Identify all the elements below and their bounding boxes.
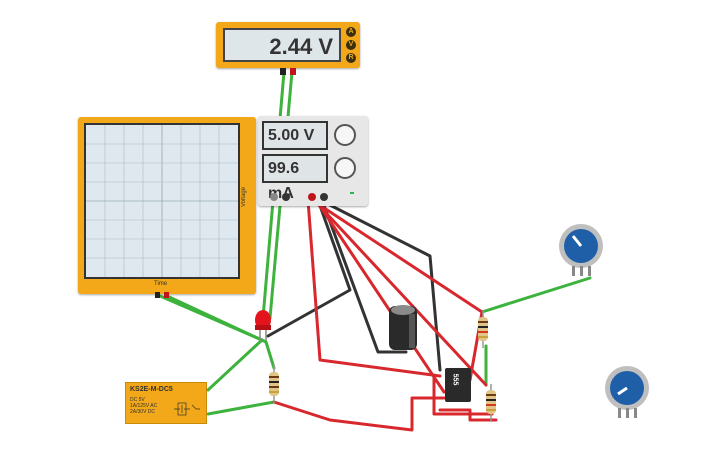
resistor[interactable] [484, 384, 498, 422]
electrolytic-capacitor[interactable] [387, 302, 421, 354]
multimeter-probes[interactable] [278, 66, 300, 76]
multimeter-mode-button-ohms[interactable]: R [346, 53, 356, 63]
multimeter-mode-button-amps[interactable]: A [346, 27, 356, 37]
potentiometer[interactable] [602, 364, 652, 420]
power-supply-terminals[interactable] [262, 190, 362, 204]
multimeter[interactable]: 2.44 V A V R [216, 22, 360, 68]
relay[interactable]: KS2E-M-DC5 DC 5V 1A/125V AC 2A/30V DC [125, 382, 207, 424]
relay-schematic-icon [174, 402, 200, 416]
current-knob[interactable] [334, 157, 356, 179]
resistor[interactable] [476, 310, 490, 348]
wire-black[interactable] [320, 198, 408, 354]
oscilloscope[interactable]: Voltage Time [78, 117, 256, 294]
multimeter-mode-button-volts[interactable]: V [346, 40, 356, 50]
wire-red[interactable] [314, 198, 446, 394]
relay-spec: 1A/125V AC [130, 403, 158, 409]
voltage-knob[interactable] [334, 124, 356, 146]
potentiometer[interactable] [556, 222, 606, 278]
power-supply[interactable]: 5.00 V 99.6 mA [258, 116, 368, 206]
wire-green[interactable] [165, 294, 268, 344]
wire-red[interactable] [312, 198, 488, 387]
multimeter-display: 2.44 V [223, 28, 341, 62]
wire-black[interactable] [266, 198, 352, 338]
oscilloscope-y-label: Voltage [241, 187, 247, 208]
power-supply-voltage: 5.00 V [268, 127, 315, 144]
wire-red[interactable] [310, 198, 484, 314]
power-supply-voltage-display: 5.00 V [262, 121, 328, 150]
oscilloscope-screen [84, 123, 240, 279]
power-supply-current-display: 99.6 mA [262, 154, 328, 202]
wire-green[interactable] [480, 276, 592, 314]
multimeter-reading: 2.44 V [269, 34, 333, 59]
timer-555-chip[interactable]: 555 [445, 368, 471, 402]
power-led-icon [350, 192, 354, 194]
wire-red[interactable] [306, 198, 442, 378]
relay-spec: DC 5V [130, 397, 145, 403]
oscilloscope-x-label: Time [154, 281, 168, 287]
oscilloscope-grid [86, 125, 238, 277]
relay-title: KS2E-M-DC5 [130, 386, 173, 393]
relay-spec: 2A/30V DC [130, 409, 156, 415]
wire-green[interactable] [206, 400, 276, 416]
wire-green[interactable] [206, 338, 264, 392]
timer-555-label: 555 [451, 373, 459, 386]
wire-red[interactable] [438, 408, 498, 422]
red-led[interactable] [253, 308, 273, 342]
wire-red[interactable] [272, 396, 446, 432]
resistor[interactable] [267, 364, 281, 404]
oscilloscope-probes[interactable] [152, 291, 174, 299]
wire-green[interactable] [264, 340, 276, 370]
